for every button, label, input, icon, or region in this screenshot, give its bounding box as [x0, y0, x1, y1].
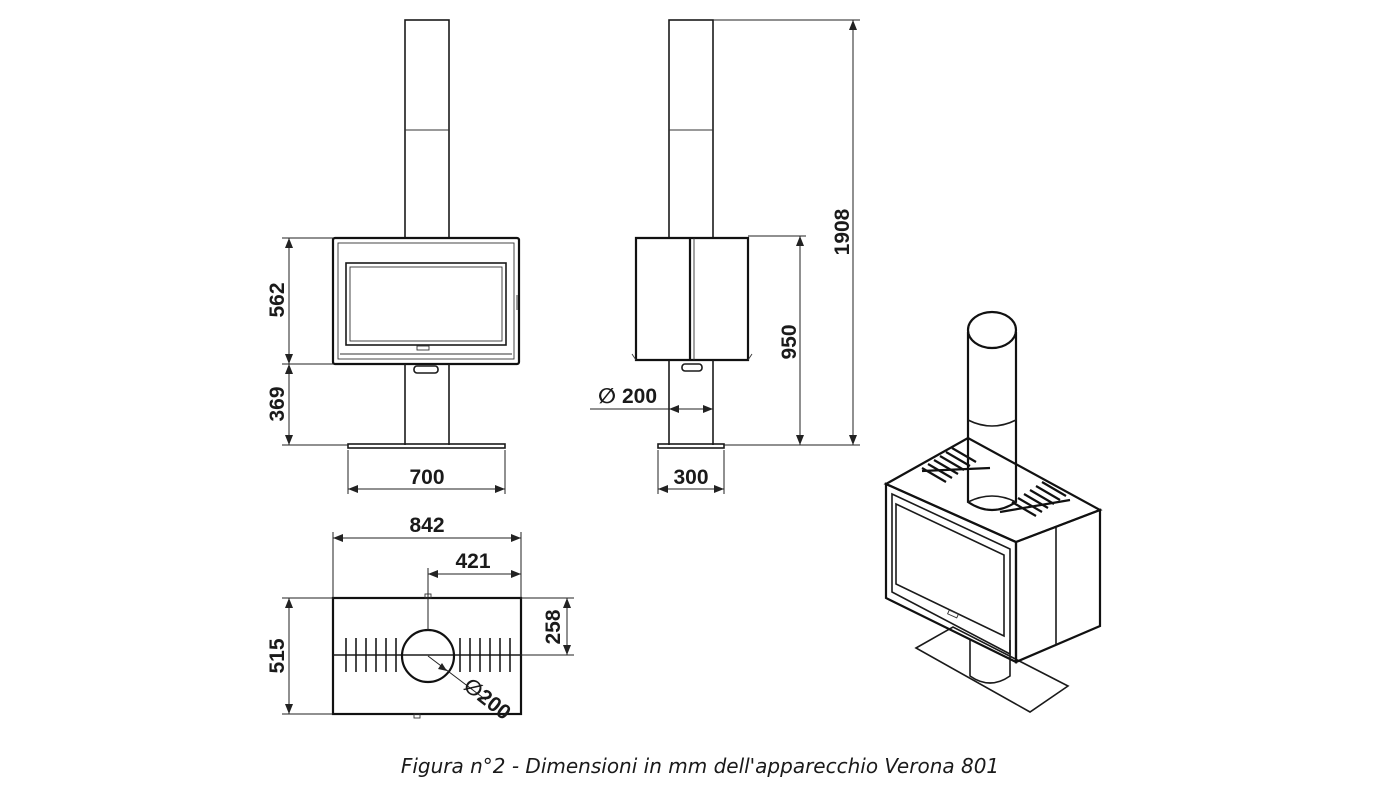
side-view: [631, 19, 753, 449]
dim-300: 300: [673, 466, 708, 489]
top-vent-slots-left: [345, 638, 397, 672]
isometric-view: [883, 310, 1103, 713]
dim-top-diameter-200: ∅200: [459, 674, 515, 725]
side-stove-body: [634, 236, 750, 362]
dim-369: 369: [266, 386, 289, 421]
front-view: [331, 19, 521, 449]
dim-258: 258: [542, 609, 565, 644]
dim-1908: 1908: [831, 208, 854, 255]
front-logo: [416, 345, 430, 351]
dim-700: 700: [409, 466, 444, 489]
front-glass-window: [345, 262, 507, 346]
front-handle: [413, 365, 439, 374]
dim-diameter-symbol: ∅: [598, 385, 616, 408]
iso-chimney: [966, 332, 1018, 512]
dim-842: 842: [409, 514, 444, 537]
iso-base-plate: [914, 626, 1070, 713]
top-dimensions: 842 421 258 515 ∅200: [266, 514, 574, 725]
dim-side-200: 200: [622, 385, 657, 408]
dim-950: 950: [778, 324, 801, 359]
top-vent-slots-right: [459, 638, 511, 672]
front-stove-body: [331, 236, 521, 366]
front-chimney: [404, 19, 450, 239]
front-dimensions: 562 369 700: [266, 237, 506, 494]
dim-515: 515: [266, 638, 289, 673]
side-base-plate: [657, 443, 725, 449]
side-dimensions: ∅ 200 300 950 1908: [590, 19, 860, 494]
dim-562: 562: [266, 282, 289, 317]
side-handle: [681, 363, 703, 372]
figure-caption: Figura n°2 - Dimensioni in mm dell'appar…: [400, 754, 1000, 778]
iso-top-vents: [921, 447, 1071, 517]
front-base-plate: [347, 443, 506, 449]
dim-421: 421: [455, 550, 490, 573]
side-chimney: [668, 19, 714, 239]
